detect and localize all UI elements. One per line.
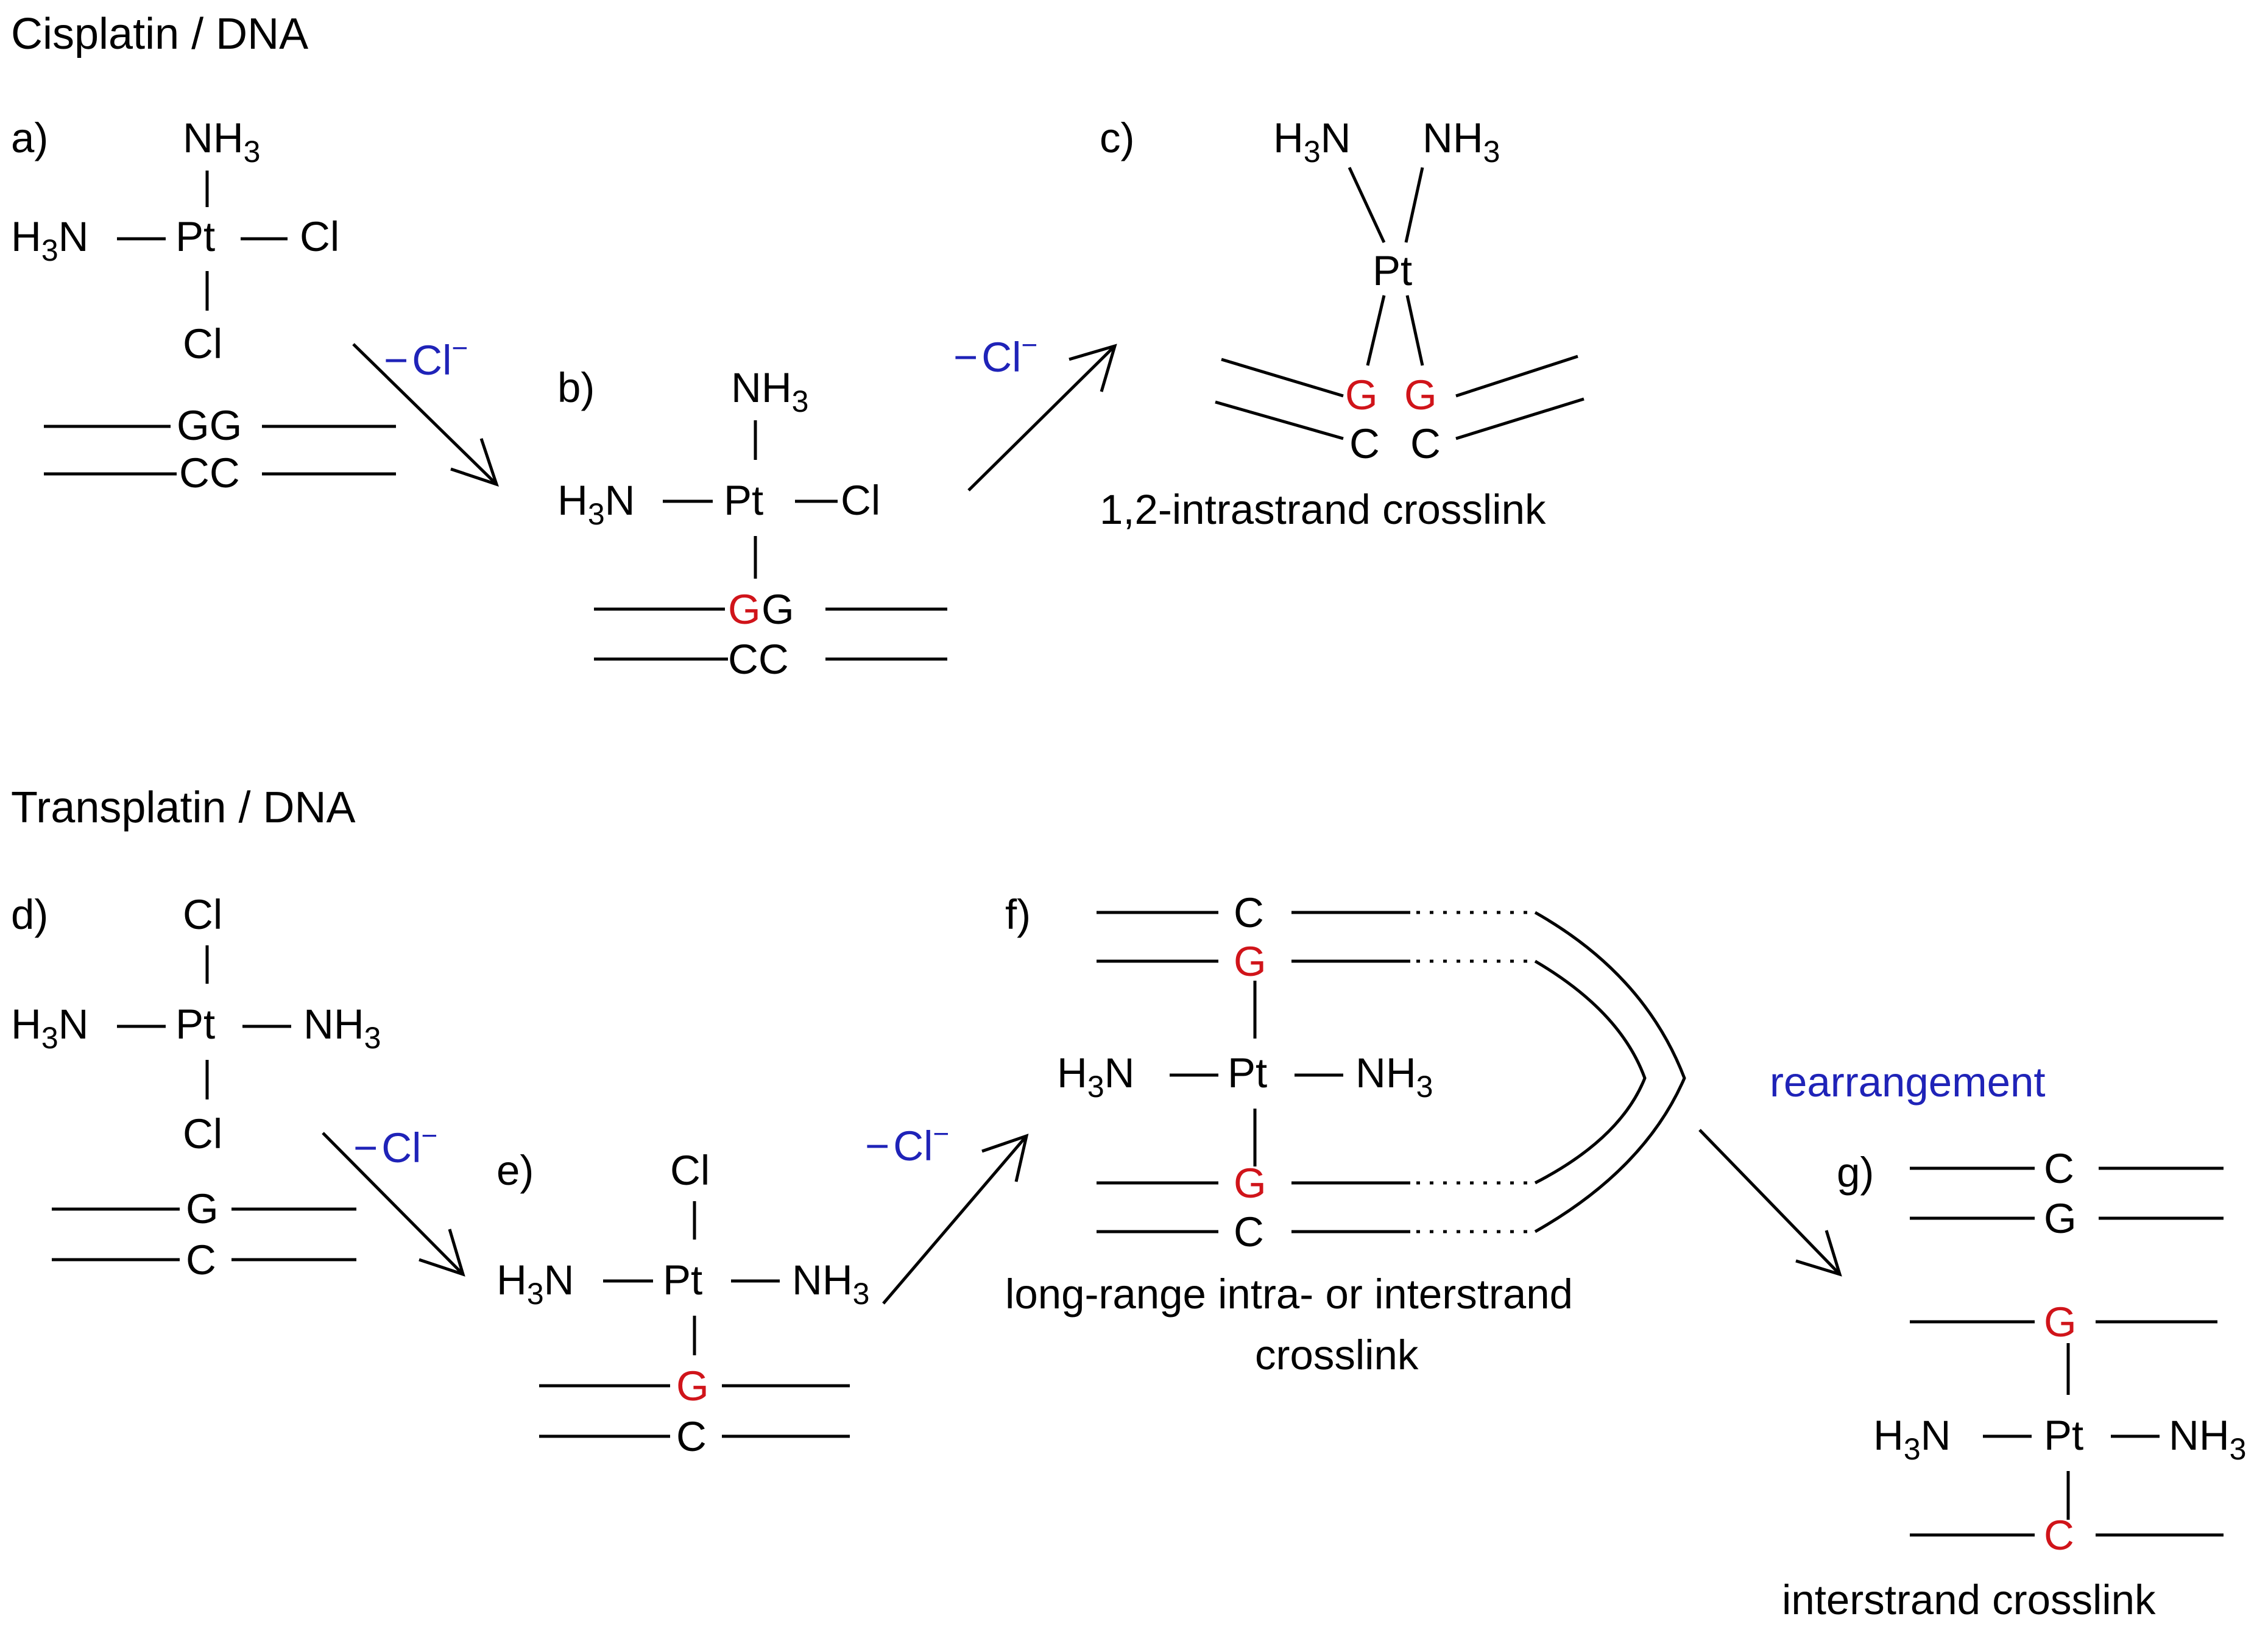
loss-of-chloride: −Cl−	[353, 1120, 437, 1171]
panel-label-c: c)	[1100, 115, 1134, 161]
base-g-top: G	[2044, 1195, 2077, 1242]
rearrangement-label: rearrangement	[1770, 1059, 2046, 1106]
base-cc: CC	[179, 450, 240, 496]
bond	[1366, 295, 1386, 366]
arrow-head	[1069, 344, 1117, 392]
arrow-shaft	[967, 345, 1116, 492]
cl-right: Cl	[841, 477, 880, 524]
cl-bottom: Cl	[183, 1110, 222, 1157]
loss-of-chloride: −Cl−	[384, 332, 468, 384]
nh3-right: NH3	[303, 1001, 381, 1055]
arrow-shaft	[322, 1132, 464, 1275]
arrow-head	[419, 1229, 465, 1277]
nh3-right: NH3	[2169, 1412, 2246, 1466]
caption-c: 1,2-intrastrand crosslink	[1100, 486, 1546, 533]
base-c-top: C	[2044, 1145, 2074, 1192]
base-g: G	[761, 586, 794, 633]
panel-label-g: g)	[1837, 1149, 1874, 1196]
pt-atom: Pt	[1372, 247, 1412, 294]
dna-loop-outer	[1534, 911, 1686, 1233]
nh3-top: NH3	[183, 115, 260, 169]
base-g-bound: G	[2044, 1299, 2077, 1346]
pt-atom: Pt	[724, 477, 763, 524]
dna-strand	[1455, 397, 1584, 440]
base-g-bound-1: G	[1345, 372, 1378, 418]
panel-g-interstrand-crosslink: g) C G G H3N Pt NH3 C interstrand crossl…	[1782, 1145, 2246, 1623]
arrow-head	[981, 1134, 1029, 1182]
h3n-left: H3N	[11, 213, 89, 267]
bond	[1405, 295, 1424, 366]
panel-b-monoadduct: b) NH3 H3N Pt Cl G G CC	[557, 364, 947, 683]
base-c-top: C	[1234, 889, 1264, 936]
arrow-d-to-e: −Cl−	[322, 1120, 465, 1277]
caption-g: interstrand crosslink	[1782, 1576, 2156, 1623]
pt-atom: Pt	[1228, 1050, 1267, 1096]
h3n-left: H3N	[11, 1001, 89, 1055]
nh3-top: NH3	[731, 364, 808, 418]
h3n-left: H3N	[1057, 1050, 1135, 1104]
panel-e-monoadduct: e) Cl H3N Pt NH3 G C	[496, 1147, 869, 1460]
arrow-e-to-f: −Cl−	[865, 1118, 1029, 1305]
pt-atom: Pt	[175, 213, 215, 260]
base-g-bound-bottom: G	[1234, 1160, 1266, 1207]
base-g-bound-top: G	[1234, 938, 1266, 985]
cl-top: Cl	[670, 1147, 710, 1194]
base-g-bound-2: G	[1404, 372, 1437, 418]
h3n-left: H3N	[1273, 115, 1351, 169]
panel-c-intrastrand-crosslink: c) H3N NH3 Pt G G C C 1,2-intrastrand cr…	[1100, 115, 1584, 533]
base-c: C	[676, 1413, 707, 1460]
pt-atom: Pt	[663, 1257, 702, 1304]
arrow-head	[1795, 1230, 1842, 1277]
cisplatin-section-title: Cisplatin / DNA	[11, 10, 308, 58]
bond	[1404, 167, 1424, 243]
arrow-head	[450, 438, 499, 487]
transplatin-section-title: Transplatin / DNA	[11, 783, 356, 832]
base-g-bound: G	[728, 586, 761, 633]
base-g: G	[186, 1185, 219, 1232]
cl-bottom: Cl	[183, 320, 222, 367]
dna-loop-inner	[1534, 959, 1647, 1185]
pt-atom: Pt	[175, 1001, 215, 1048]
panel-d-transplatin: d) Cl H3N Pt NH3 Cl G C	[11, 891, 381, 1283]
base-cc: CC	[728, 636, 789, 683]
loss-of-chloride: −Cl−	[953, 329, 1037, 381]
loss-of-chloride: −Cl−	[865, 1118, 949, 1170]
bond	[1348, 166, 1386, 244]
arrow-shaft	[882, 1135, 1028, 1305]
base-g-bound: G	[676, 1363, 709, 1409]
dna-strand	[1455, 355, 1578, 398]
dna-strand	[1221, 358, 1344, 398]
panel-label-a: a)	[11, 115, 48, 161]
panel-label-f: f)	[1005, 891, 1031, 938]
arrow-shaft	[1698, 1129, 1841, 1275]
base-c-bottom: C	[1234, 1208, 1264, 1255]
nh3-right: NH3	[792, 1257, 869, 1311]
panel-f-long-range-crosslink: f) C G H3N Pt NH3 G C long-range intra- …	[1005, 889, 1686, 1378]
base-c-bound: C	[2044, 1512, 2074, 1559]
pt-atom: Pt	[2044, 1412, 2083, 1459]
arrow-a-to-b: −Cl−	[352, 332, 499, 487]
nh3-right: NH3	[1422, 115, 1500, 169]
h3n-left: H3N	[557, 477, 635, 531]
base-c-2: C	[1410, 420, 1441, 467]
panel-label-d: d)	[11, 891, 48, 938]
panel-label-b: b)	[557, 364, 595, 411]
arrow-b-to-c: −Cl−	[953, 329, 1117, 492]
base-c: C	[186, 1237, 216, 1283]
dna-strand	[1215, 400, 1344, 440]
base-gg: GG	[177, 402, 242, 449]
h3n-left: H3N	[1873, 1412, 1951, 1466]
cl-top: Cl	[183, 891, 222, 938]
panel-a-cisplatin: a) NH3 H3N Pt Cl Cl GG CC	[11, 115, 396, 496]
cl-right: Cl	[300, 213, 339, 260]
panel-label-e: e)	[496, 1147, 534, 1194]
nh3-right: NH3	[1355, 1050, 1433, 1104]
caption-f-line1: long-range intra- or interstrand	[1005, 1271, 1573, 1318]
h3n-left: H3N	[496, 1257, 574, 1311]
base-c-1: C	[1349, 420, 1380, 467]
caption-f-line2: crosslink	[1255, 1332, 1419, 1378]
arrow-f-to-g: rearrangement	[1698, 1059, 2046, 1277]
arrow-shaft	[352, 343, 498, 485]
